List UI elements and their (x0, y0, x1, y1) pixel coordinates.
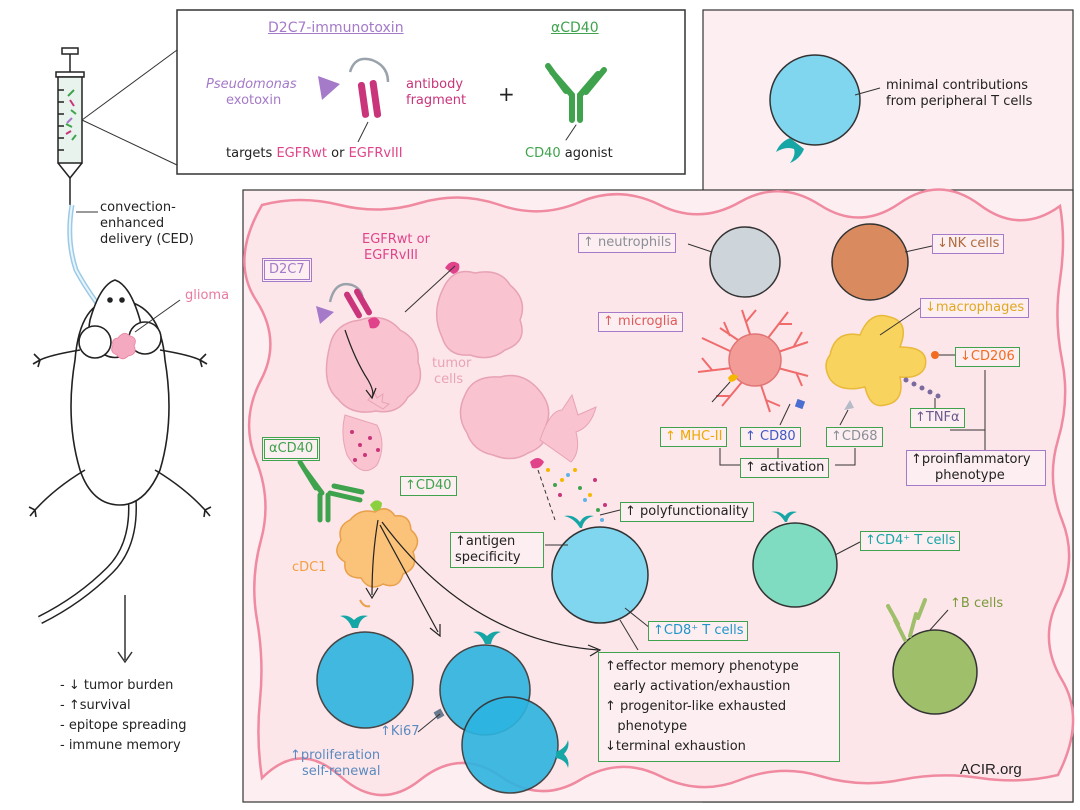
nk-cell (831, 223, 909, 301)
macrophages-box: ↓macrophages (920, 298, 1030, 318)
outcome-item: - ↑survival (60, 698, 131, 713)
exotoxin-label: exotoxin (226, 93, 282, 108)
activation-box: ↑ activation (740, 458, 830, 478)
microglia-cell (697, 309, 809, 426)
proinf-line-2: phenotype (935, 468, 1005, 483)
cd8-effects-box: ↑effector memory phenotype early activat… (598, 652, 840, 762)
macrophage-cell (825, 307, 955, 426)
acd40-antibody-art (545, 63, 607, 141)
peripheral-note-1: minimal contributions (886, 78, 1029, 93)
outcome-item: - epitope spreading (60, 718, 187, 733)
proinf-line-1: ↑proinflammatory (911, 452, 1031, 467)
targets-label: targets EGFRwt or EGFRvIII (226, 146, 403, 162)
ced-line-1: convection- (100, 200, 176, 215)
proliferation-label-2: self-renewal (302, 764, 381, 779)
egfrviii-word: EGFRvIII (348, 146, 403, 161)
tnfa-box: ↑TNFα (910, 408, 965, 428)
b-cell (886, 598, 978, 715)
cdc1-label: cDC1 (292, 560, 327, 575)
proliferation-label-1: ↑proliferation (290, 748, 381, 763)
d2c7-title: D2C7-immunotoxin (268, 20, 404, 36)
ced-line-2: enhanced (100, 216, 165, 231)
acd40-antibody-tme (297, 459, 365, 523)
microglia-box: ↑ microglia (598, 312, 683, 332)
mhc-ii-box: ↑ MHC-II (660, 427, 728, 447)
acd40-title: αCD40 (551, 20, 599, 36)
nk-box: ↓NK cells (932, 234, 1005, 254)
t-cell-proliferating-2 (417, 631, 569, 794)
egfr-label-1: EGFRwt or (362, 232, 430, 247)
tumor-cell-3 (459, 374, 607, 522)
cd4-box: ↑CD4⁺ T cells (860, 531, 961, 551)
proinflammatory-box: ↑proinflammatory phenotype (906, 450, 1046, 486)
ced-line-3: delivery (CED) (100, 232, 194, 247)
outcomes-list: - ↓ tumor burden - ↑survival - epitope s… (60, 676, 187, 756)
cd8-effect-line: ↑ progenitor-like exhausted (605, 699, 787, 714)
cd40-badge: ↑CD40 (400, 476, 457, 496)
cd8-effect-line: phenotype (605, 719, 688, 734)
cd8-effect-line: ↑effector memory phenotype (605, 659, 799, 674)
credit-label: ACIR.org (960, 761, 1022, 778)
d2c7-tag: D2C7 (262, 258, 312, 282)
mouse-illustration (28, 279, 212, 625)
plus-sign: + (498, 82, 515, 106)
outcome-arrow (117, 595, 133, 664)
cd80-box: ↑ CD80 (740, 427, 801, 447)
tumor-cell-1 (325, 316, 422, 472)
fragment-label: fragment (406, 93, 467, 108)
cd206-box: ↓CD206 (955, 347, 1020, 367)
cd8-effect-line: early activation/exhaustion (605, 679, 791, 694)
outcome-item: - immune memory (60, 738, 181, 753)
antigen-line-2: specificity (455, 550, 521, 565)
egfr-label-2: EGFRvIII (364, 248, 418, 263)
cd68-box: ↑CD68 (826, 427, 883, 447)
syringe (55, 47, 85, 205)
pseudomonas-label: Pseudomonas (206, 77, 297, 92)
glioma-blob (111, 332, 136, 360)
neutrophils-box: ↑ neutrophils (578, 233, 677, 253)
peripheral-note-2: from peripheral T cells (886, 94, 1033, 109)
bcells-label: ↑B cells (950, 596, 1004, 611)
cd8-effect-line: ↓terminal exhaustion (605, 739, 746, 754)
d2c7-immunotoxin-bound (316, 282, 380, 400)
cdc1-cell (336, 500, 602, 657)
glioma-label: glioma (185, 288, 230, 303)
antigen-line-1: ↑antigen (455, 534, 516, 549)
cd40-word: CD40 (525, 146, 561, 161)
cd8-t-cell (545, 509, 651, 651)
tumor-label-1: tumor (432, 356, 472, 371)
egfrwt-word: EGFRwt (276, 146, 327, 161)
outcome-item: - ↓ tumor burden (60, 678, 174, 693)
agonist-word: agonist (564, 146, 613, 161)
antigen-specificity-box: ↑antigen specificity (450, 532, 544, 568)
immunotoxin-art (318, 57, 390, 143)
tumor-cell-2 (404, 261, 524, 359)
acd40-tag: αCD40 (262, 437, 321, 461)
t-cell-proliferating-1 (316, 615, 414, 729)
polyfunctionality-box: ↑ polyfunctionality (620, 502, 754, 522)
ki67-label: ↑Ki67 (380, 724, 420, 739)
cd40-agonist-label: CD40 agonist (525, 146, 613, 162)
cd4-t-cell (752, 511, 861, 608)
or-word: or (331, 146, 345, 161)
legend-box (176, 9, 686, 175)
tumor-label-2: cells (434, 372, 464, 387)
neutrophil-cell (709, 226, 781, 298)
cd8-box: ↑CD8⁺ T cells (648, 621, 749, 641)
targets-word: targets (226, 146, 273, 161)
antibody-label: antibody (406, 77, 464, 92)
peripheral-t-cell (769, 54, 881, 163)
